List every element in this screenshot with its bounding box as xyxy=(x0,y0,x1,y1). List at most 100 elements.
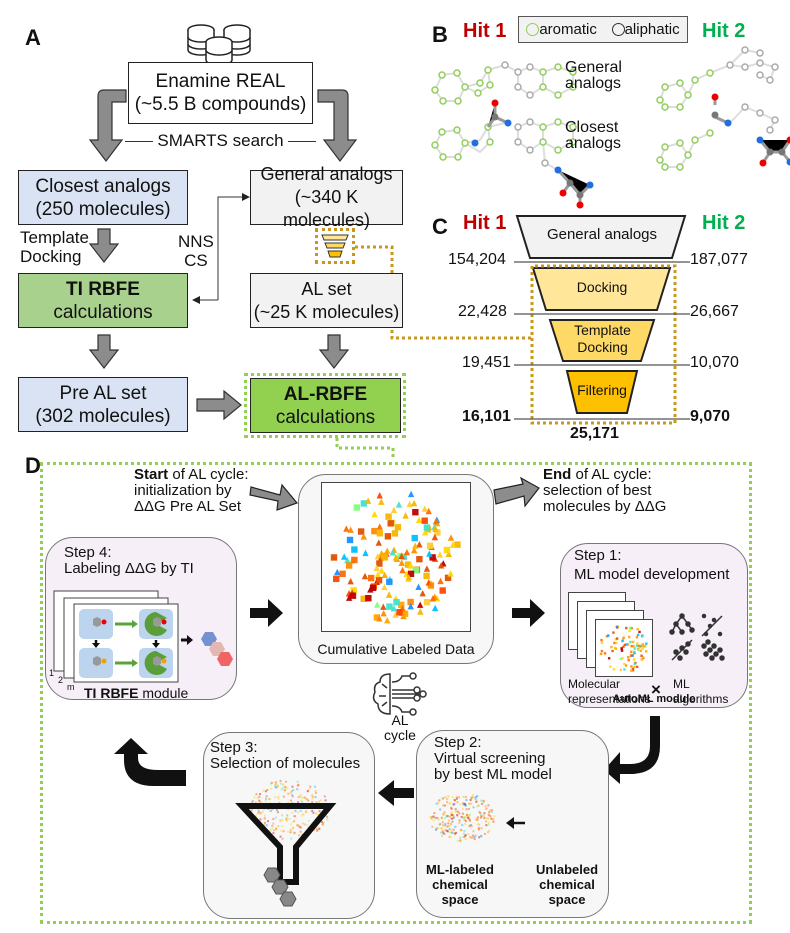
times-icon: × xyxy=(651,680,661,699)
scatter-square xyxy=(433,812,436,815)
scatter-triangle xyxy=(410,499,418,507)
scatter-square xyxy=(349,592,357,599)
scatter-square xyxy=(460,816,463,819)
scatter-square xyxy=(401,610,409,618)
scatter-square xyxy=(628,626,632,629)
scatter-square xyxy=(480,816,483,819)
scatter-square xyxy=(275,783,278,786)
general-analogs-count: (~340 K molecules) xyxy=(282,187,371,230)
count-lines xyxy=(514,261,690,420)
scatter-square xyxy=(453,799,456,802)
scatter-square xyxy=(446,825,449,828)
scatter-square xyxy=(299,795,302,798)
scatter-square xyxy=(467,816,470,819)
funnel-diagram xyxy=(515,215,687,425)
stack-label-2: 2 xyxy=(58,675,64,685)
scatter-square xyxy=(357,528,365,535)
scatter-square xyxy=(487,817,490,820)
arrow-ti-to-preal xyxy=(88,334,120,369)
legend-aliphatic: aliphatic xyxy=(611,21,680,38)
scatter-square xyxy=(458,819,461,822)
scatter-square xyxy=(464,804,467,807)
al-cycle-frame xyxy=(40,462,752,924)
scatter-square xyxy=(465,813,468,816)
scatter-square xyxy=(635,636,639,639)
scatter-square xyxy=(429,815,432,818)
scatter-triangle xyxy=(405,573,412,581)
scatter-square xyxy=(311,809,314,812)
scatter-square xyxy=(468,802,471,805)
scatter-square xyxy=(443,832,446,835)
scatter-square xyxy=(487,831,490,834)
scatter-square xyxy=(274,796,277,799)
scatter-square xyxy=(351,556,358,564)
scatter-square xyxy=(326,815,329,818)
scatter-triangle xyxy=(429,595,437,602)
scatter-square xyxy=(264,799,267,802)
scatter-square xyxy=(261,810,264,813)
scatter-square xyxy=(330,554,338,561)
scatter-triangle xyxy=(380,610,387,617)
scatter-triangle xyxy=(378,567,385,574)
scatter-square xyxy=(635,665,639,669)
scatter-square xyxy=(292,788,295,791)
scatter-square xyxy=(412,509,419,516)
scatter-triangle xyxy=(381,571,388,579)
scatter-square xyxy=(442,804,445,807)
scatter-square xyxy=(464,837,467,840)
scatter-square xyxy=(640,644,643,648)
scatter-square xyxy=(275,786,278,789)
pre-al-title: Pre AL set xyxy=(59,382,147,404)
scatter-square xyxy=(281,814,284,817)
scatter-square xyxy=(256,797,259,800)
arrow-unlabeled-to-labeled xyxy=(506,817,525,829)
scatter-square xyxy=(490,810,493,813)
scatter-square xyxy=(482,801,485,804)
scatter-triangle xyxy=(343,525,350,532)
scatter-triangle xyxy=(384,547,391,554)
scatter-square xyxy=(315,812,318,815)
scatter-triangle xyxy=(344,556,351,564)
scatter-square xyxy=(421,517,428,524)
scatter-square xyxy=(487,821,490,824)
scatter-triangle xyxy=(376,523,383,530)
scatter-square xyxy=(469,820,472,823)
scatter-square xyxy=(291,789,294,792)
hit1-count-general: 154,204 xyxy=(448,251,506,268)
scatter-square xyxy=(470,825,473,828)
scatter-square xyxy=(447,795,450,798)
scatter-square xyxy=(622,636,625,639)
scatter-square xyxy=(448,835,451,838)
scatter-square xyxy=(478,823,481,826)
scatter-square xyxy=(394,524,402,531)
scatter-square xyxy=(462,817,465,820)
scatter-square xyxy=(321,823,324,826)
scatter-square xyxy=(448,831,451,834)
scatter-square xyxy=(436,817,439,820)
scatter-square xyxy=(629,654,633,657)
scatter-square xyxy=(487,823,490,826)
scatter-square xyxy=(627,656,630,659)
scatter-square xyxy=(434,828,437,831)
panel-d-label: D xyxy=(25,453,41,478)
scatter-square xyxy=(259,801,262,804)
scatter-square xyxy=(441,821,444,824)
scatter-square xyxy=(443,811,446,814)
scatter-square xyxy=(284,786,287,789)
scatter-square xyxy=(293,815,296,818)
scatter-square xyxy=(444,824,447,827)
scatter-square xyxy=(375,577,383,584)
scatter-square xyxy=(444,823,447,826)
scatter-square xyxy=(484,805,487,808)
scatter-square xyxy=(289,823,292,826)
scatter-square xyxy=(255,793,258,796)
scatter-square xyxy=(256,812,259,815)
rep-card-4 xyxy=(595,619,653,677)
enamine-title: Enamine REAL xyxy=(155,71,286,92)
stack-label-1: 1 xyxy=(49,668,55,678)
scatter-square xyxy=(373,614,381,621)
scatter-square xyxy=(467,833,470,836)
scatter-square xyxy=(475,819,478,822)
